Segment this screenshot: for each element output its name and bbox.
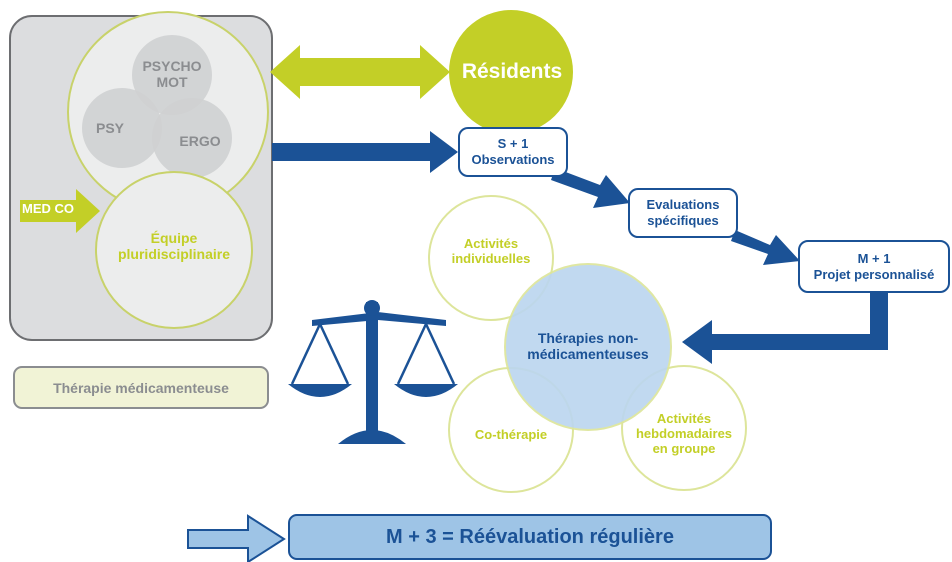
balance-scale-icon [288, 300, 458, 444]
co-therapie-label: Co-thérapie [474, 427, 548, 442]
residents-label: Résidents [461, 60, 563, 83]
activites-individuelles-circle [428, 195, 554, 321]
activites-individuelles-label-1: Activités [463, 236, 519, 251]
evaluations-label-1: Evaluations [646, 197, 720, 213]
med-co-arrow [20, 189, 100, 233]
activites-individuelles-label-2: individuelles [451, 250, 531, 266]
residents-circle [449, 10, 573, 134]
evaluations-label-2: spécifiques [647, 213, 719, 228]
arrow-to-s1 [272, 131, 458, 173]
therapies-label-1: Thérapies non- [537, 330, 639, 346]
psychomot-label-1: PSYCHO [142, 58, 202, 74]
therapies-center-circle [504, 263, 672, 431]
activites-hebdo-label-3: en groupe [652, 440, 716, 456]
s1-sublabel: Observations [471, 152, 555, 167]
reevaluation-label: M + 3 = Réévaluation régulière [386, 525, 674, 548]
m1-sublabel: Projet personnalisé [813, 266, 935, 282]
ergo-circle [152, 98, 232, 178]
s1-label: S + 1 [497, 136, 529, 152]
reevaluation-arrow [187, 514, 286, 562]
activites-hebdo-circle [621, 365, 747, 491]
psychomot-circle [132, 35, 212, 115]
evaluations-box: Evaluations spécifiques [628, 188, 738, 238]
arrow-to-evaluations [551, 168, 630, 208]
arrow-to-m1 [731, 230, 800, 265]
med-co-label: MED CO [22, 201, 74, 216]
m1-box: M + 1 Projet personnalisé [798, 240, 950, 293]
ergo-label: ERGO [179, 133, 221, 149]
therapies-label-2: médicamenteuses [527, 346, 649, 363]
equipe-label-1: Équipe [150, 230, 198, 246]
therapie-medicamenteuse-box: Thérapie médicamenteuse [13, 366, 269, 409]
m1-label: M + 1 [857, 250, 891, 266]
s1-box: S + 1 Observations [458, 127, 568, 177]
activites-hebdo-label-2: hebdomadaires [635, 425, 733, 441]
therapie-medicamenteuse-label: Thérapie médicamenteuse [53, 379, 229, 396]
psychomot-label-2: MOT [156, 74, 188, 91]
activites-hebdo-label-1: Activités [656, 411, 712, 426]
psy-circle [82, 88, 162, 168]
equipe-circle [95, 171, 253, 329]
psy-label: PSY [95, 120, 124, 136]
equipe-label-2: pluridisciplinaire [117, 246, 231, 263]
reevaluation-box: M + 3 = Réévaluation régulière [288, 514, 772, 560]
residents-double-arrow [270, 45, 450, 99]
arrow-to-therapies [682, 292, 888, 364]
